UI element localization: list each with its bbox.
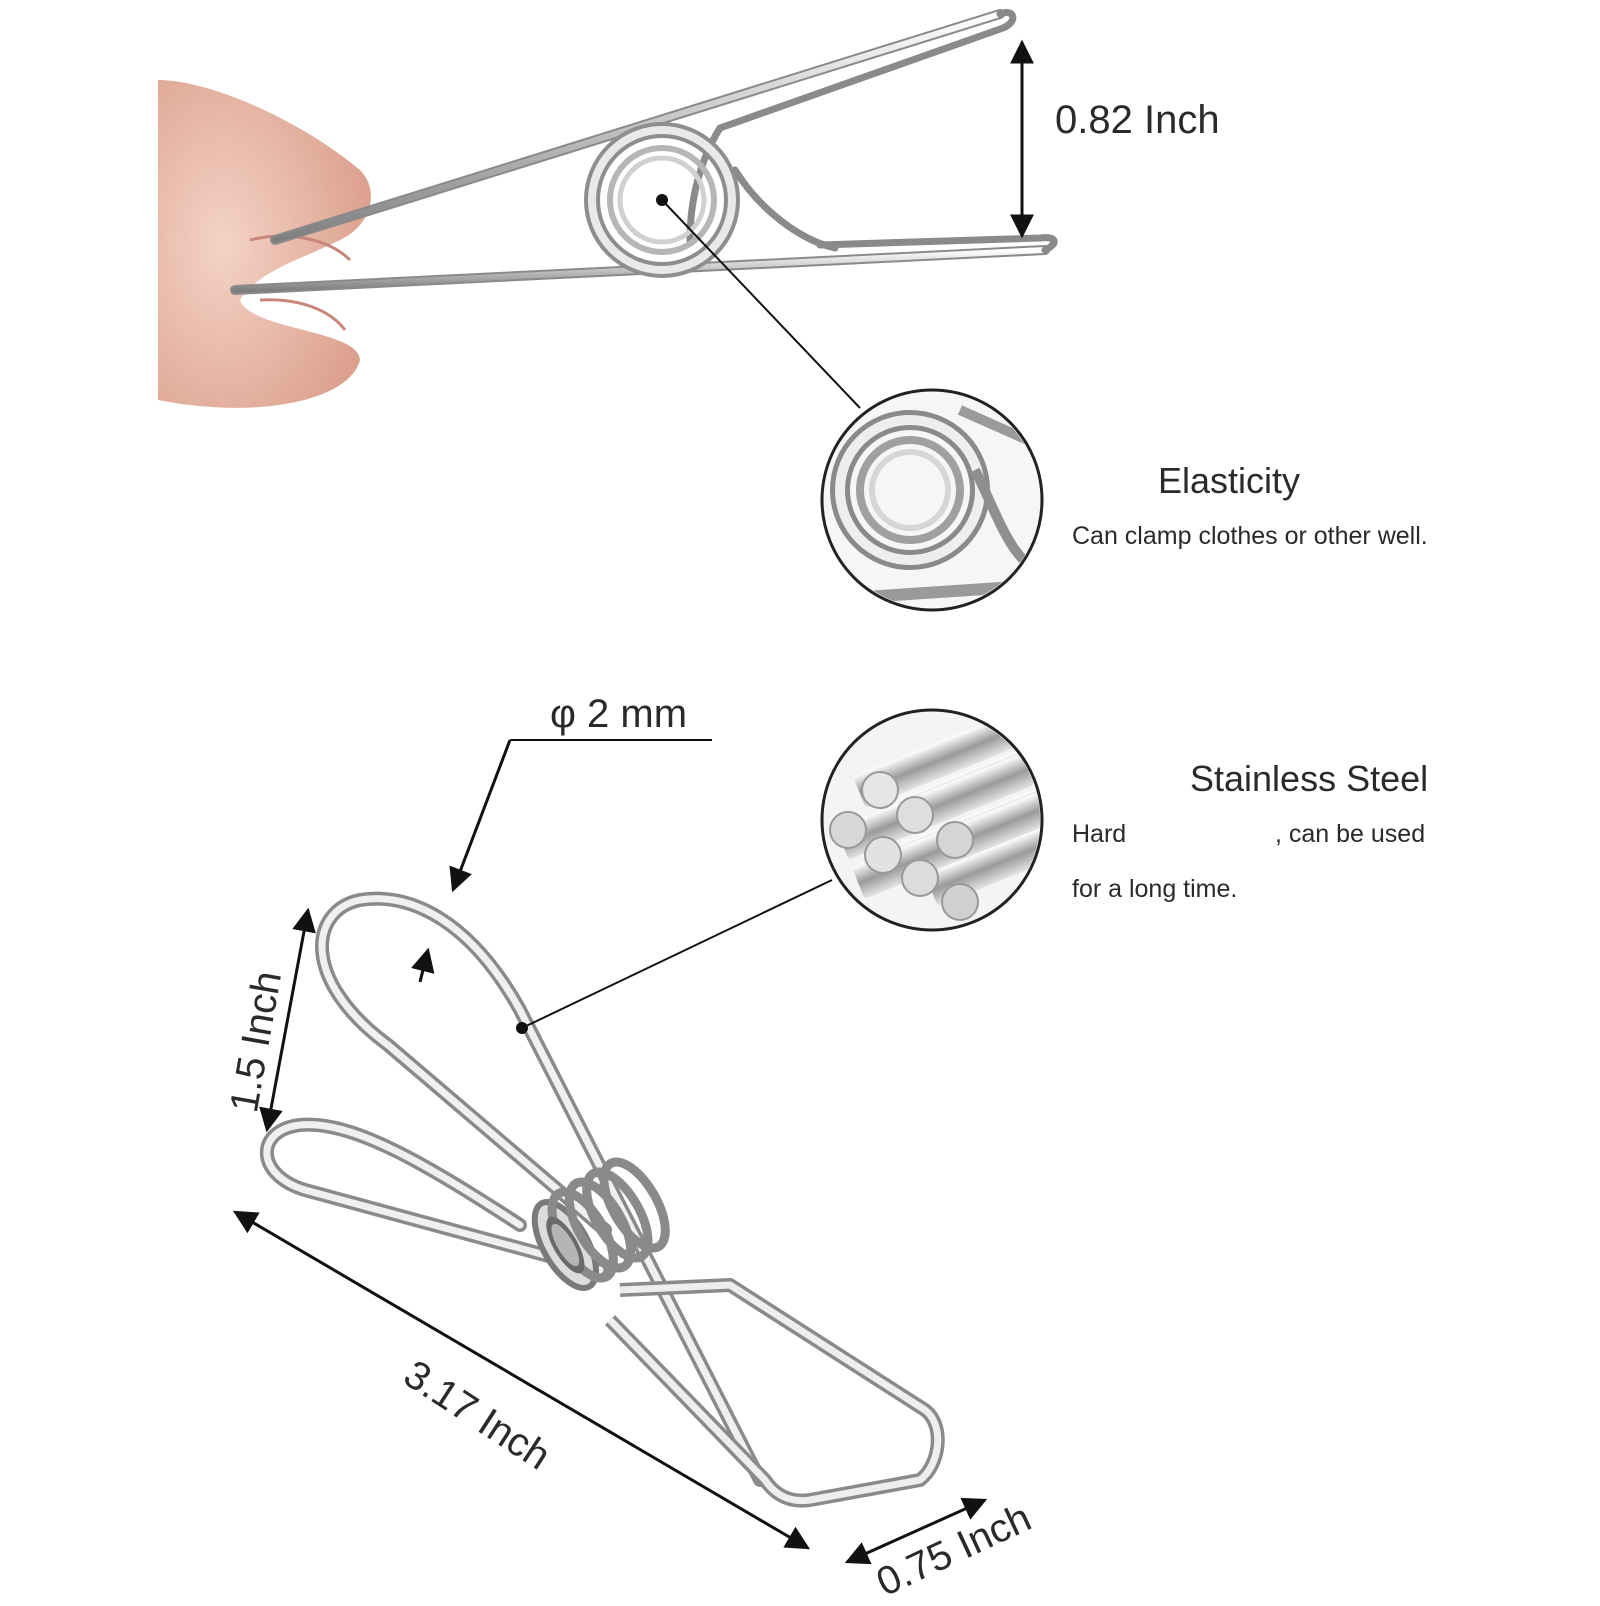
stainless-steel-description-end: for a long time. <box>1072 875 1238 903</box>
stainless-steel-description-start: Hard <box>1072 820 1127 848</box>
handle-length-arrow <box>259 907 316 1133</box>
clothespin-held-open-icon <box>158 9 1058 408</box>
wire-diameter-arrow-inner <box>411 947 435 983</box>
stainless-steel-title: Stainless Steel <box>1190 758 1429 799</box>
elasticity-description: Can clamp clothes or other well. <box>1072 522 1428 550</box>
leader-line-spring <box>661 199 861 409</box>
wire-diameter-arrow <box>449 739 512 893</box>
leader-line-steel <box>521 879 833 1029</box>
opening-dimension-label: 0.82 Inch <box>1055 98 1220 142</box>
elasticity-title: Elasticity <box>1158 460 1301 501</box>
spring-closeup-icon <box>820 388 1044 612</box>
wire-diameter-label: φ 2 mm <box>550 692 688 736</box>
width-arrow <box>844 1497 988 1565</box>
stainless-steel-description-middle: , can be used <box>1275 820 1426 848</box>
total-length-arrow <box>232 1210 811 1550</box>
steel-rods-icon <box>820 708 1044 932</box>
